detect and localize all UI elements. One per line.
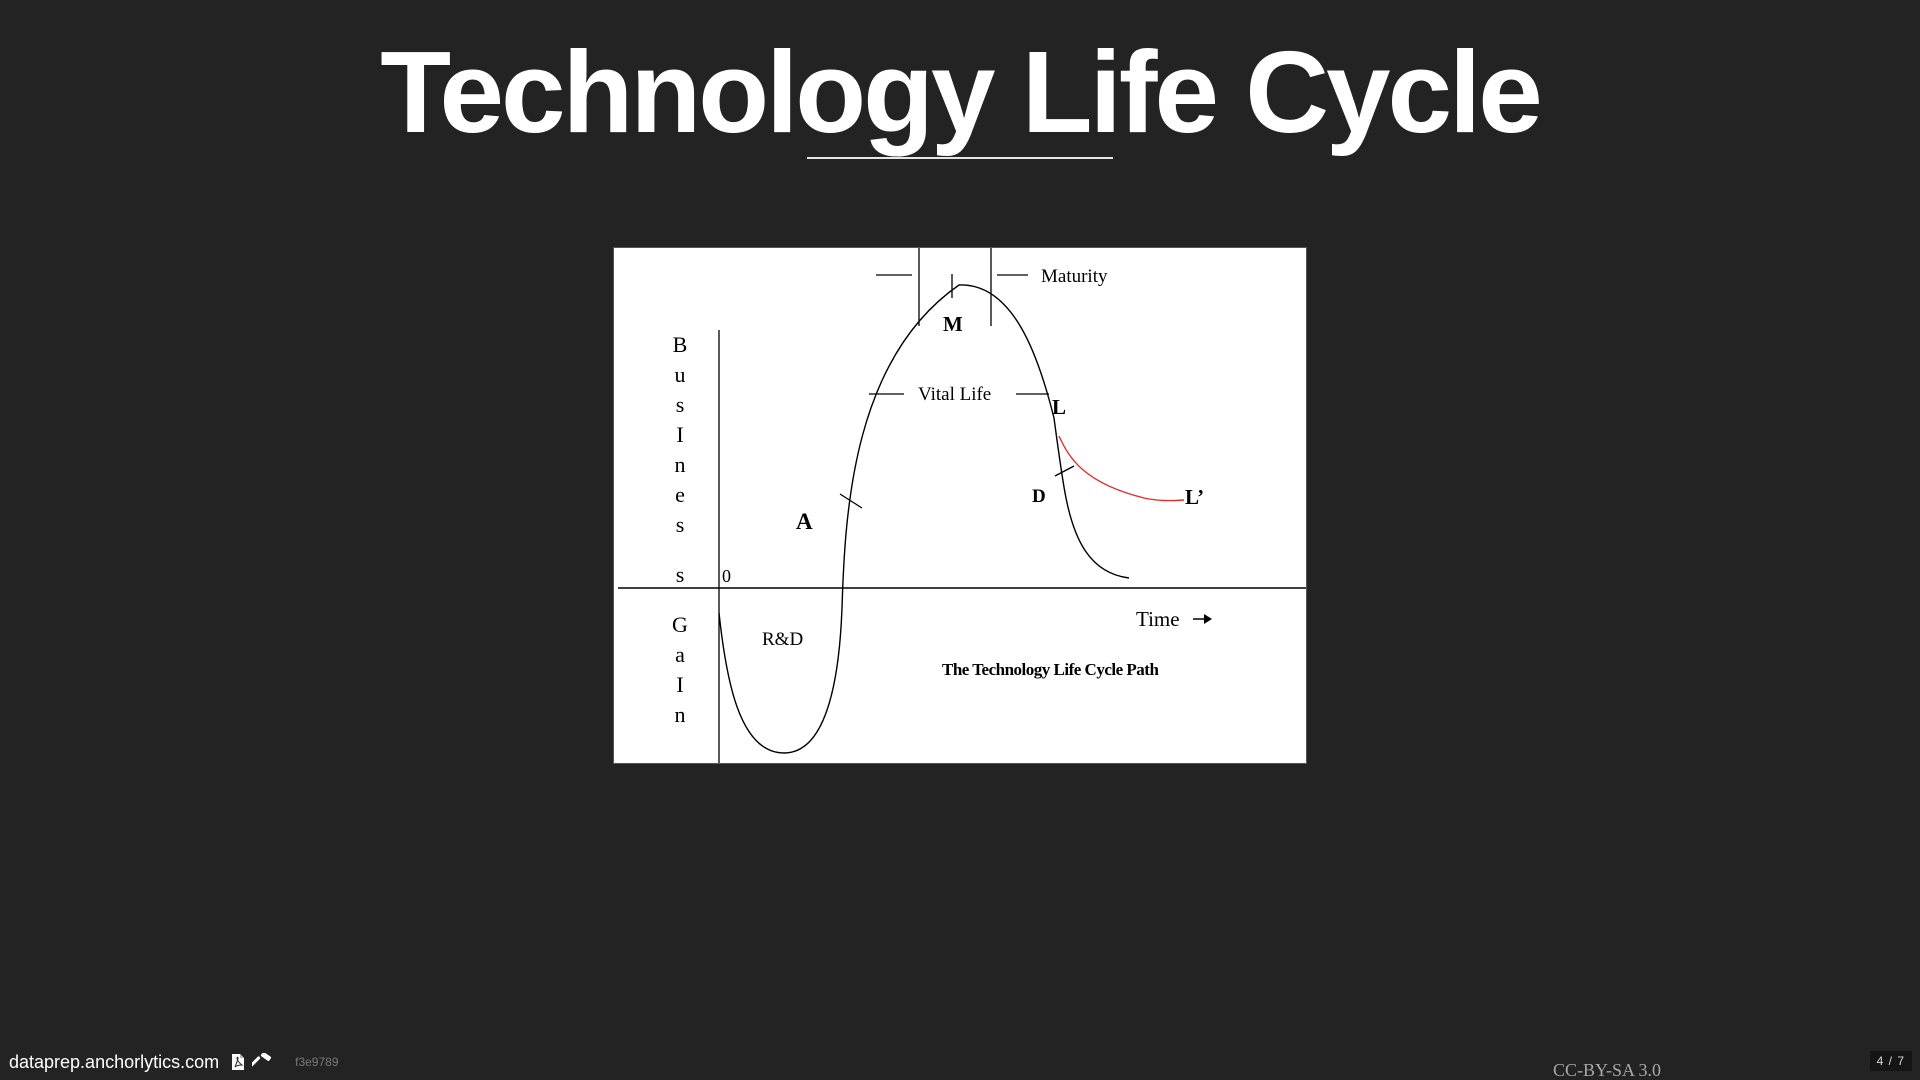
y-axis-letter: s xyxy=(676,562,685,587)
maturity-label: Maturity xyxy=(1041,266,1108,287)
d-label: D xyxy=(1032,486,1046,507)
y-axis-letter: I xyxy=(676,422,683,447)
site-link[interactable]: dataprep.anchorlytics.com xyxy=(9,1051,220,1072)
m-label: M xyxy=(943,312,963,336)
hammer-icon[interactable] xyxy=(251,1051,273,1073)
l-prime-label: L’ xyxy=(1185,485,1204,509)
adoption-tick xyxy=(839,493,863,509)
y-axis-letter: n xyxy=(675,702,686,727)
time-label: Time xyxy=(1136,607,1180,631)
y-axis-letter: a xyxy=(675,642,685,667)
figure-caption: The Technology Life Cycle Path xyxy=(942,660,1159,679)
license-label: CC-BY-SA 3.0 xyxy=(1553,1060,1662,1080)
pdf-icon[interactable] xyxy=(227,1051,249,1073)
y-axis-letter: n xyxy=(675,452,686,477)
page-indicator: 4 / 7 xyxy=(1869,1051,1912,1071)
commit-hash: f3e9789 xyxy=(295,1055,339,1069)
y-axis-letter: e xyxy=(675,482,685,507)
y-axis-letter: B xyxy=(673,332,688,357)
life-cycle-curve xyxy=(718,284,1130,754)
y-axis-letter: u xyxy=(675,362,686,387)
l-label: L xyxy=(1052,395,1066,419)
footer-left: dataprep.anchorlytics.com f3e9789 xyxy=(9,1049,339,1075)
y-axis-letter: s xyxy=(676,392,685,417)
rd-label: R&D xyxy=(762,629,803,650)
time-arrow-head xyxy=(1204,614,1212,624)
alternate-path-curve xyxy=(1058,435,1185,502)
y-axis-letter: s xyxy=(676,512,685,537)
decline-tick xyxy=(1054,465,1075,477)
y-axis-letter: I xyxy=(676,672,683,697)
life-cycle-diagram: B u s I n e s s G a I n 0 Maturity M Vit… xyxy=(618,248,1306,763)
technology-life-cycle-figure: B u s I n e s s G a I n 0 Maturity M Vit… xyxy=(613,247,1307,764)
origin-label: 0 xyxy=(722,566,731,586)
slide-title: Technology Life Cycle xyxy=(380,27,1543,157)
y-axis-letter: G xyxy=(672,612,688,637)
title-underline xyxy=(807,157,1113,159)
vital-life-label: Vital Life xyxy=(918,384,991,405)
a-label: A xyxy=(796,509,813,534)
